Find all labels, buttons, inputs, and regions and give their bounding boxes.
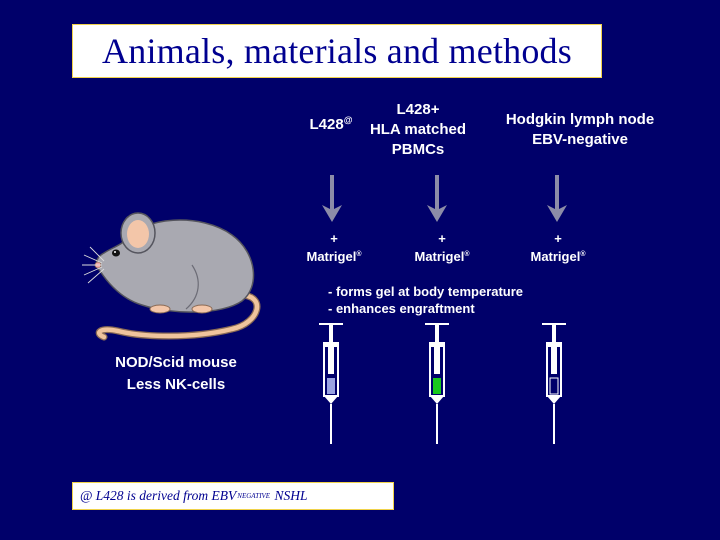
note-gel: - forms gel at body temperature: [328, 283, 523, 300]
source-hodgkin-line1: Hodgkin lymph node: [484, 110, 676, 130]
source-label-hodgkin: Hodgkin lymph node EBV-negative: [484, 110, 676, 150]
down-arrow-icon: [545, 175, 569, 223]
plus-sign: +: [404, 231, 480, 247]
slide-title: Animals, materials and methods: [102, 30, 572, 72]
source-pbmc-line1: L428+: [358, 100, 478, 120]
matrigel-label-3: + Matrigel®: [520, 231, 596, 265]
syringe-icon: [539, 322, 569, 446]
syringe-icon: [316, 322, 346, 446]
source-label-l428: L428@: [298, 110, 364, 135]
source-pbmc-line2: HLA matched: [358, 120, 478, 140]
registered-mark: ®: [356, 251, 361, 258]
down-arrow-icon: [320, 175, 344, 223]
mouse-feature: Less NK-cells: [96, 374, 256, 396]
matrigel-label-2: + Matrigel®: [404, 231, 480, 265]
footnote-prefix: @ L428 is derived from EBV: [80, 488, 236, 504]
source-label-pbmc: L428+ HLA matched PBMCs: [358, 100, 478, 160]
matrigel-text: Matrigel: [530, 249, 580, 264]
down-arrow-icon: [425, 175, 449, 223]
registered-mark: ®: [464, 251, 469, 258]
plus-sign: +: [296, 231, 372, 247]
matrigel-notes: - forms gel at body temperature - enhanc…: [328, 283, 523, 317]
note-engraftment: - enhances engraftment: [328, 300, 523, 317]
matrigel-label-1: + Matrigel®: [296, 231, 372, 265]
source-l428-text: L428: [310, 116, 344, 133]
syringe-icon: [422, 322, 452, 446]
footnote-suffix: NSHL: [271, 488, 307, 504]
at-superscript: @: [344, 115, 353, 125]
matrigel-text: Matrigel: [414, 249, 464, 264]
footnote-superscript: NEGATIVE: [237, 492, 270, 500]
source-hodgkin-line2: EBV-negative: [484, 130, 676, 150]
mouse-illustration-icon: [82, 205, 282, 350]
title-box: Animals, materials and methods: [72, 24, 602, 78]
plus-sign: +: [520, 231, 596, 247]
matrigel-text: Matrigel: [306, 249, 356, 264]
source-pbmc-line3: PBMCs: [358, 140, 478, 160]
registered-mark: ®: [580, 251, 585, 258]
mouse-strain: NOD/Scid mouse: [96, 352, 256, 374]
mouse-label: NOD/Scid mouse Less NK-cells: [96, 352, 256, 396]
